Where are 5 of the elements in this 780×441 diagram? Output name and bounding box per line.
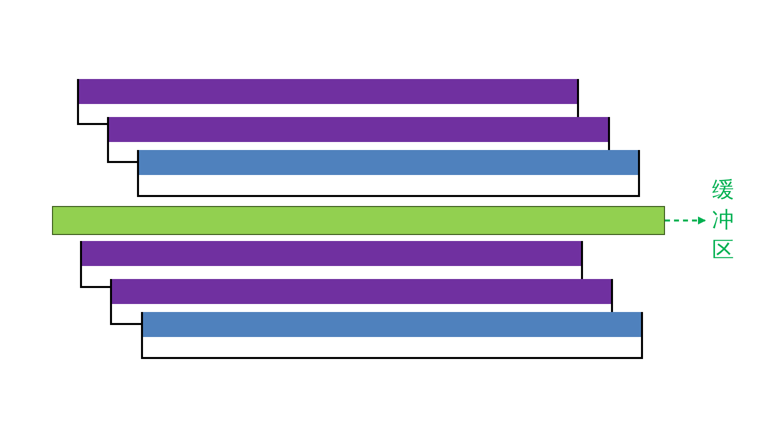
stacked-bar — [137, 150, 640, 197]
stacked-bar — [141, 312, 643, 359]
arrow — [665, 216, 706, 224]
stacked-bar — [52, 206, 665, 235]
buffer-label: 缓冲区 — [712, 176, 738, 266]
